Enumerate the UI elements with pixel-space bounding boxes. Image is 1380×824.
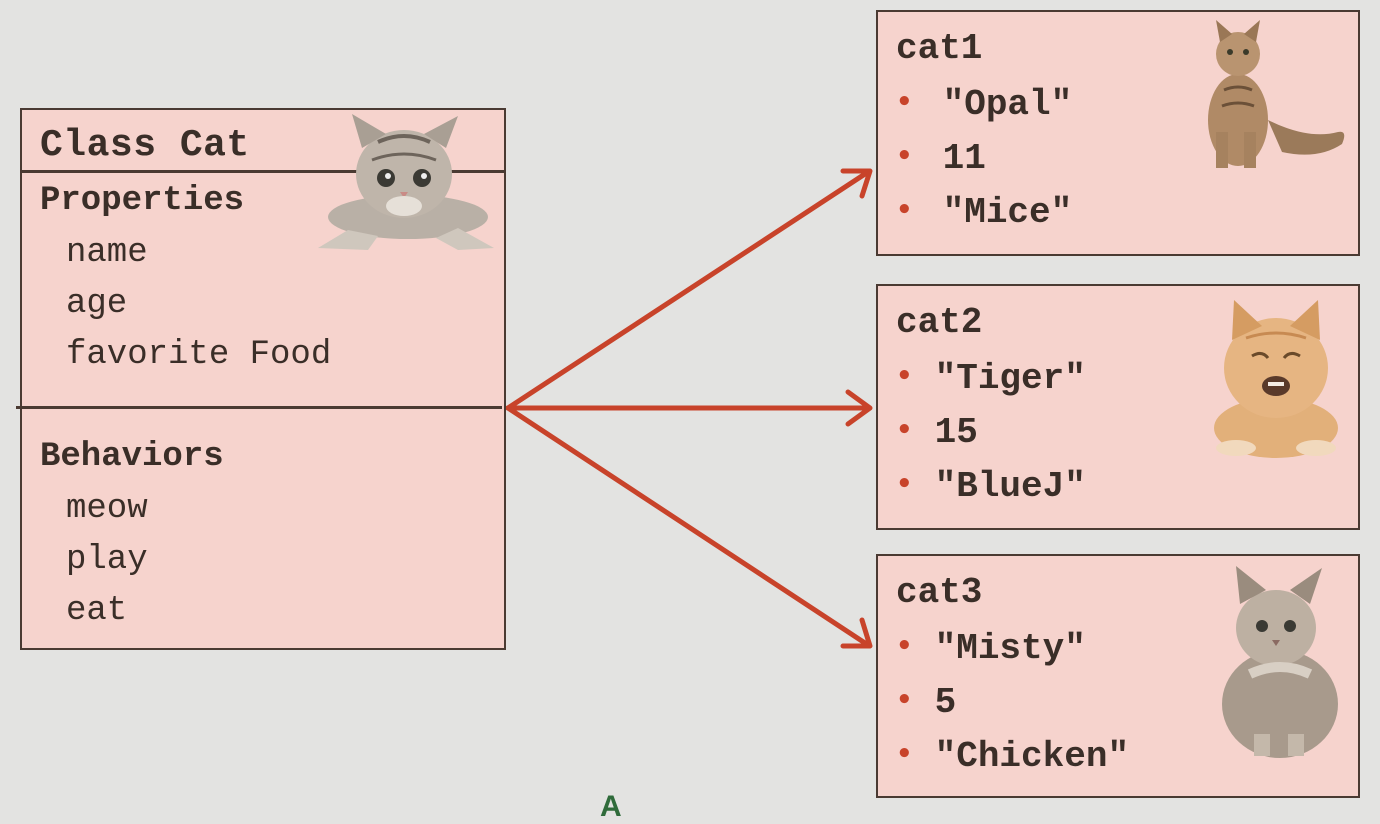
arrow-head-cat1 [840,168,873,199]
grey-fluffy-cat-icon [1222,566,1338,758]
class-title: Class Cat [40,124,250,167]
instance-cat2-box: cat2 •"Tiger" •15 •"BlueJ" [876,284,1360,530]
arrow-to-cat3 [505,405,871,648]
instance-name: cat1 [896,28,983,69]
instance-cat1-box: cat1 •"Opal" •11 •"Mice" [876,10,1360,256]
title-divider [22,170,504,173]
instance-value: •11 [896,138,986,179]
arrow-to-cat1 [505,169,871,411]
behavior-item: meow [66,490,148,528]
instance-value: •"Misty" [896,628,1086,669]
tabby-cat-sitting-icon [1208,20,1345,168]
properties-heading: Properties [40,182,245,220]
footer-partial-text: A [600,790,622,823]
arrow-head-cat3 [840,617,873,649]
instance-value: •15 [896,412,978,453]
property-item: favorite Food [66,336,332,374]
kitten-crouching-icon [318,114,494,250]
behaviors-divider [16,406,502,409]
instance-name: cat3 [896,572,983,613]
instance-value: •"Mice" [896,192,1073,233]
instance-value: •"Chicken" [896,736,1130,777]
property-item: age [66,285,128,323]
instance-value: •"Tiger" [896,358,1086,399]
behaviors-heading: Behaviors [40,438,224,476]
instance-value: •5 [896,682,957,723]
instance-name: cat2 [896,302,983,343]
instance-cat3-box: cat3 •"Misty" •5 •"Chicken" [876,554,1360,798]
arrow-head-cat2 [845,389,873,427]
property-item: name [66,234,148,272]
class-cat-box: Class Cat Properties name age favorite F… [20,108,506,650]
instance-value: •"BlueJ" [896,466,1086,507]
instance-value: •"Opal" [896,84,1073,125]
behavior-item: eat [66,592,128,630]
orange-cat-icon [1214,300,1338,458]
behavior-item: play [66,541,148,579]
